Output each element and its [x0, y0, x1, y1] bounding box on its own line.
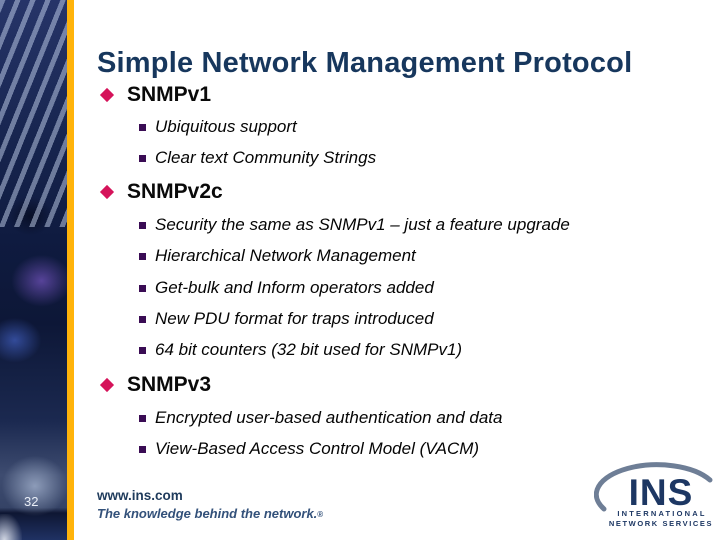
list-item-text: New PDU format for traps introduced — [155, 309, 434, 328]
logo-swoosh-icon — [594, 462, 713, 512]
diamond-bullet-icon — [99, 184, 115, 200]
slide-title: Simple Network Management Protocol — [97, 47, 633, 80]
section-heading-label: SNMPv3 — [127, 373, 212, 396]
square-bullet-icon — [139, 221, 146, 229]
square-bullet-icon — [139, 346, 146, 354]
footer-url: www.ins.com — [97, 488, 183, 503]
list-item-text: Encrypted user-based authentication and … — [155, 408, 503, 427]
list-item: Hierarchical Network Management — [139, 244, 416, 268]
list-item: Clear text Community Strings — [139, 146, 376, 170]
list-item-text: Hierarchical Network Management — [155, 246, 416, 265]
list-item: Encrypted user-based authentication and … — [139, 406, 503, 430]
square-bullet-icon — [139, 445, 146, 453]
list-item: View-Based Access Control Model (VACM) — [139, 437, 479, 461]
list-item-text: Ubiquitous support — [155, 117, 297, 136]
list-item: 64 bit counters (32 bit used for SNMPv1) — [139, 338, 462, 362]
square-bullet-icon — [139, 252, 146, 260]
section-heading-snmpv3: SNMPv3 — [99, 372, 212, 398]
yellow-accent-bar — [67, 0, 74, 540]
square-bullet-icon — [139, 315, 146, 323]
list-item-text: Clear text Community Strings — [155, 148, 377, 167]
list-item-text: Get-bulk and Inform operators added — [155, 278, 434, 297]
square-bullet-icon — [139, 154, 146, 162]
logo-wordmark: INS — [629, 472, 694, 513]
list-item-text: View-Based Access Control Model (VACM) — [155, 439, 480, 458]
slide-page-number: 32 — [24, 494, 39, 509]
section-heading-label: SNMPv1 — [127, 83, 212, 106]
section-heading-snmpv2c: SNMPv2c — [99, 179, 223, 205]
ins-logo: INS INTERNATIONAL NETWORK SERVICES — [594, 462, 713, 528]
square-bullet-icon — [139, 123, 146, 131]
footer-tagline: The knowledge behind the network.® — [97, 506, 323, 521]
list-item-text: 64 bit counters (32 bit used for SNMPv1) — [155, 340, 463, 359]
list-item: Get-bulk and Inform operators added — [139, 276, 434, 300]
diamond-bullet-icon — [99, 87, 115, 103]
square-bullet-icon — [139, 284, 146, 292]
logo-line2: NETWORK SERVICES — [609, 519, 713, 528]
footer-tagline-text: The knowledge behind the network. — [97, 506, 318, 521]
square-bullet-icon — [139, 414, 146, 422]
sidebar-photo-collage: 32 — [0, 0, 67, 540]
list-item: New PDU format for traps introduced — [139, 307, 434, 331]
list-item: Ubiquitous support — [139, 115, 297, 139]
list-item-text: Security the same as SNMPv1 – just a fea… — [155, 215, 570, 234]
list-item: Security the same as SNMPv1 – just a fea… — [139, 213, 570, 237]
registered-mark: ® — [317, 510, 324, 519]
section-heading-snmpv1: SNMPv1 — [99, 82, 212, 108]
logo-line1: INTERNATIONAL — [617, 509, 706, 518]
diamond-bullet-icon — [99, 377, 115, 393]
section-heading-label: SNMPv2c — [127, 180, 223, 203]
